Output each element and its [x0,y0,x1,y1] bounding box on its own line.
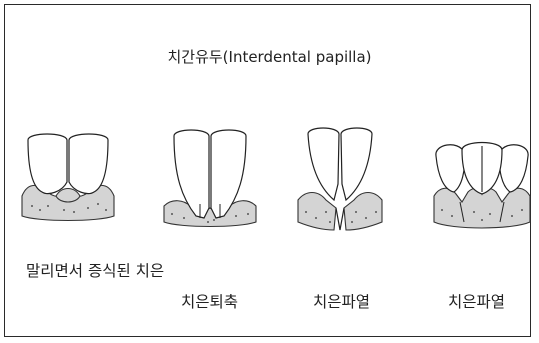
diagram-title: 치간유두(Interdental papilla) [167,48,372,66]
papilla-curled-hyperplastic-icon [18,126,118,236]
figure-label-cleft: 치은파열 [313,293,371,311]
figure-label-curled-hyperplastic: 말리면서 증식된 치은 [26,262,165,280]
gingival-recession-icon [160,126,260,236]
figure-label-recession: 치은퇴축 [181,293,239,311]
figure-label-cleft-multi: 치은파열 [448,293,506,311]
gingival-cleft-multi-icon [432,126,532,236]
gingival-cleft-icon [290,126,390,236]
